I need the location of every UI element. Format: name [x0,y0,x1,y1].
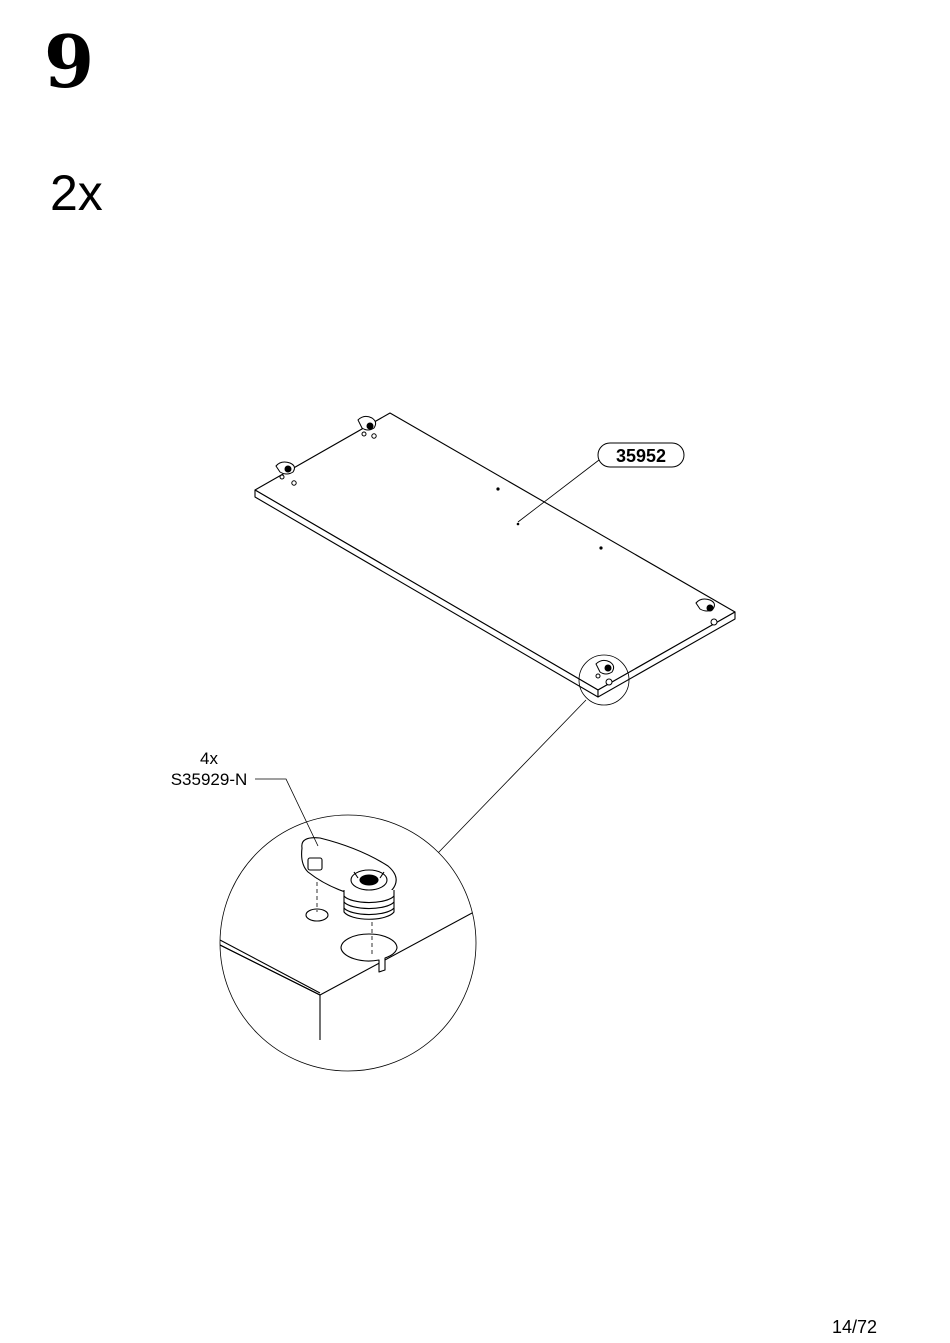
hardware-code: S35929-N [171,770,248,789]
hardware-quantity: 4x [200,749,218,768]
page-number: 14/72 [832,1316,877,1338]
part-number: 35952 [616,446,666,466]
detail-view [200,815,500,1071]
callout-leader-line [438,700,586,853]
